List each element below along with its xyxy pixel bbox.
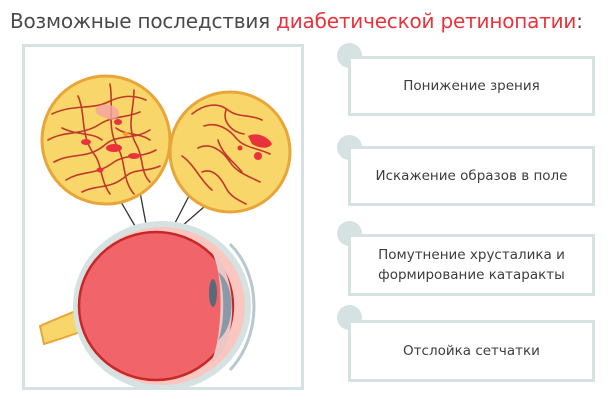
title-suffix: : [576, 9, 583, 33]
title-accent: диабетической ретинопатии [276, 9, 577, 33]
zoom-connector-left-2 [139, 191, 147, 225]
title-prefix: Возможные последствия [10, 9, 277, 33]
page-title: Возможные последствия диабетической рети… [10, 4, 605, 38]
consequence-card-3: Помутнение хрусталика и формирование кат… [348, 234, 595, 296]
zoom-circle-hemorrhages [40, 74, 172, 206]
zoom-circle-neovascularization [168, 90, 292, 214]
eye-illustration [38, 74, 292, 390]
consequence-card-2: Искажение образов в поле [348, 146, 595, 206]
consequence-text-3: Помутнение хрусталика и формирование кат… [378, 247, 565, 283]
zoom-connector-right [173, 193, 191, 226]
eyeball [73, 221, 256, 390]
consequence-text-4: Отслойка сетчатки [403, 343, 540, 359]
consequence-card-4: Отслойка сетчатки [348, 320, 595, 382]
consequence-card-1: Понижение зрения [348, 56, 595, 116]
consequence-text-1: Понижение зрения [403, 78, 540, 94]
consequence-text-2: Искажение образов в поле [375, 168, 568, 184]
